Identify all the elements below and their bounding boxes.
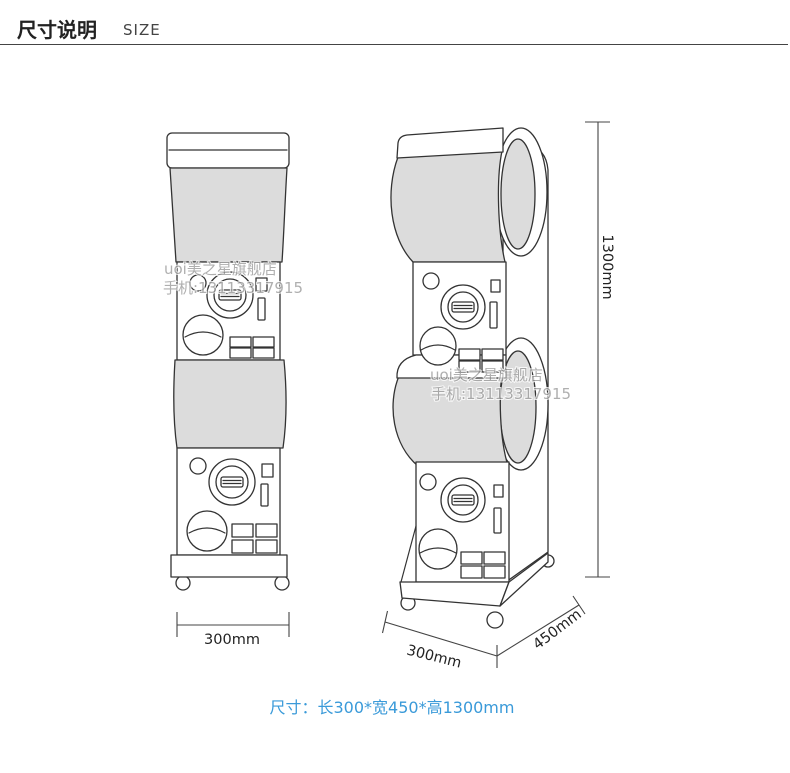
watermark-front: uoi美之星旗舰店 手机:13113317915 <box>162 259 304 298</box>
wheel-left <box>175 575 191 591</box>
outlet-flap <box>184 331 222 338</box>
coin-insert <box>490 279 501 293</box>
capsule-outlet <box>418 528 458 570</box>
indicator-light <box>422 272 440 290</box>
indicator-light <box>189 274 207 292</box>
price-label-grid <box>229 336 275 359</box>
base-side <box>499 552 549 607</box>
upper-capsule-drum <box>390 150 506 263</box>
side-view-machine <box>390 127 555 629</box>
price-label-cell <box>231 523 254 538</box>
knob-handle <box>451 301 475 313</box>
watermark-side: uoi美之星旗舰店 手机:13113317915 <box>429 365 572 404</box>
price-label-grid <box>460 551 506 579</box>
base-front <box>399 581 510 607</box>
upper-capsule-drum <box>169 167 288 263</box>
front-width-label: 300mm <box>204 632 260 648</box>
capsule-outlet <box>186 510 228 552</box>
side-width-label: 300mm <box>405 643 463 672</box>
price-label-cell <box>483 565 506 579</box>
stand-leg <box>400 525 417 583</box>
coin-insert <box>261 463 274 478</box>
watermark-phone: 手机:13113317915 <box>163 279 303 297</box>
knob-grip-lines <box>222 479 242 485</box>
price-label-cell <box>255 539 278 554</box>
price-label-grid <box>231 523 278 554</box>
price-label-cell <box>460 551 483 565</box>
coin-return-slot <box>257 297 266 321</box>
upper-vending-unit <box>176 261 281 361</box>
price-label-cell <box>252 336 275 348</box>
knob-grip-lines <box>220 292 240 298</box>
knob-handle <box>218 289 242 301</box>
coin-insert <box>255 277 268 292</box>
price-label-cell <box>458 348 481 361</box>
wheel-right <box>274 575 290 591</box>
lower-vending-unit <box>400 461 510 583</box>
watermark-store: uoi美之星旗舰店 <box>430 366 543 384</box>
coin-return-slot <box>489 301 498 329</box>
coin-return-slot <box>493 507 502 534</box>
capsule-outlet <box>419 326 457 366</box>
price-label-grid <box>458 348 504 373</box>
price-label-cell <box>460 565 483 579</box>
coin-insert <box>493 484 504 498</box>
price-label-cell <box>255 523 278 538</box>
size-caption: 尺寸：长300*宽450*高1300mm <box>269 698 515 717</box>
side-width-dimension: 300mm <box>381 610 498 672</box>
side-depth-dimension: 450mm <box>496 595 586 668</box>
dimension-tick <box>381 610 389 634</box>
outlet-flap <box>419 547 457 554</box>
height-label: 1300mm <box>599 234 615 299</box>
dimension-tick <box>572 595 586 615</box>
watermark-store: uoi美之星旗舰店 <box>164 260 277 278</box>
height-dimension: 1300mm <box>585 121 615 578</box>
section-subtitle: SIZE <box>123 21 161 39</box>
price-label-cell <box>231 539 254 554</box>
indicator-light <box>189 457 207 475</box>
lower-vending-unit <box>176 447 281 556</box>
wheel-front-right <box>486 611 504 629</box>
price-label-cell <box>229 347 252 359</box>
outlet-flap <box>188 527 226 534</box>
top-cap <box>396 127 504 159</box>
price-label-cell <box>229 336 252 348</box>
knob-grip-lines <box>453 497 473 503</box>
lower-capsule-drum <box>173 359 287 449</box>
capsule-outlet <box>182 314 224 356</box>
price-label-cell <box>481 360 504 373</box>
front-width-dimension: 300mm <box>176 612 290 648</box>
price-label-cell <box>483 551 506 565</box>
dimension-line <box>384 621 498 657</box>
price-label-cell <box>252 347 275 359</box>
machine-base <box>170 554 288 578</box>
header-divider <box>0 44 788 45</box>
knob-grip-lines <box>453 304 473 310</box>
indicator-light <box>419 473 437 491</box>
watermark-phone: 手机:13113317915 <box>431 385 571 403</box>
price-label-cell <box>481 348 504 361</box>
front-view-machine <box>166 132 290 591</box>
dimension-line <box>496 604 580 657</box>
knob-handle <box>220 476 244 488</box>
price-label-cell <box>458 360 481 373</box>
coin-return-slot <box>260 483 269 507</box>
outlet-flap <box>420 344 456 351</box>
section-title: 尺寸说明 <box>17 18 97 42</box>
knob-handle <box>451 494 475 506</box>
upper-drum-end <box>500 138 536 250</box>
